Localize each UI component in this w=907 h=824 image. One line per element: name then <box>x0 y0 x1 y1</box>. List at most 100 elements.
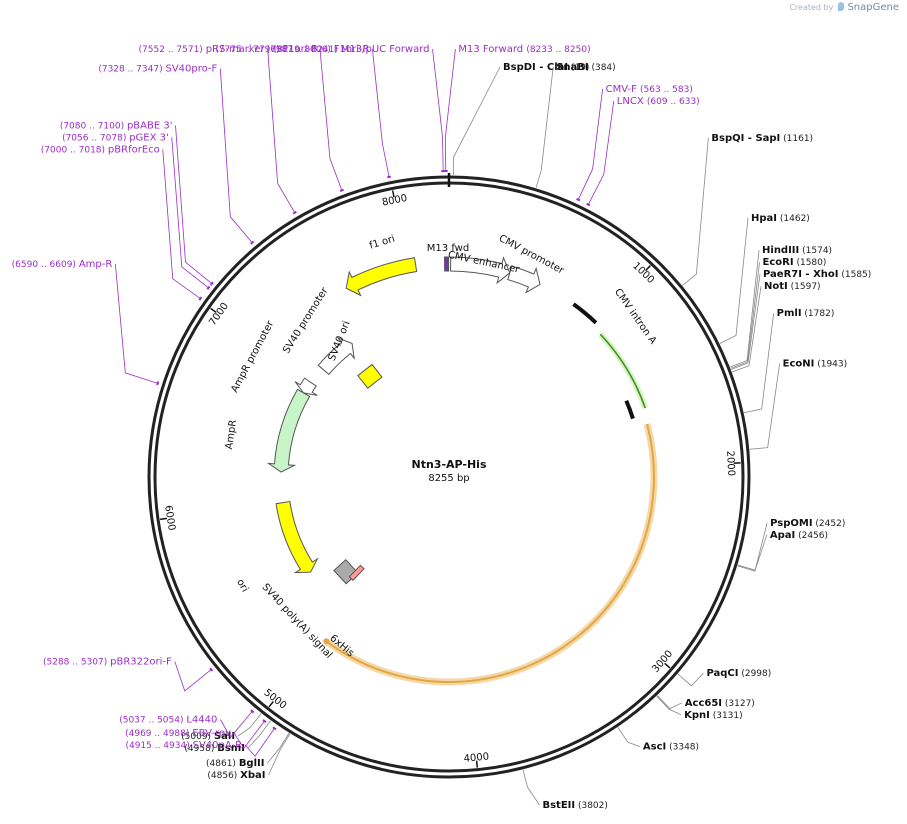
site-bspdi-position: (19) <box>568 63 589 73</box>
site-snabi-label: SnaBI (384) <box>556 62 615 73</box>
site-hindiii-leader <box>730 250 760 368</box>
site-asci-name: AscI <box>643 742 666 753</box>
feature-cmv-enhancer <box>450 256 511 285</box>
feature-signal <box>599 333 646 409</box>
site-hpai-leader <box>719 217 749 344</box>
site-xbai-position: (4856) <box>207 771 240 781</box>
site-bsteii-label: BstEII (3802) <box>542 800 607 811</box>
site-bspqi-position: (1161) <box>780 134 813 144</box>
brand-name: SnapGene <box>847 2 899 13</box>
feature-cmv-promoter <box>507 265 541 294</box>
feature-cmv-intron-a-exon-start <box>572 302 598 325</box>
tick-label-6000: 6000 <box>162 505 177 532</box>
primer-pbr322ori-f-range: (5288 .. 5307) <box>43 657 110 667</box>
feature-m13-fwd <box>443 256 450 272</box>
primer-pgex-3-label: (7056 .. 7078) pGEX 3' <box>62 132 169 143</box>
primer-amp-r-name: Amp-R <box>79 259 113 270</box>
site-pspomi-label: PspOMI (2452) <box>770 518 845 529</box>
feature-label-ampr-promoter: AmpR promoter <box>229 318 276 394</box>
site-kpni-label: KpnI (3131) <box>684 710 743 721</box>
primer-prs-marker-leader <box>267 48 296 213</box>
primer-pbabe-3-label: (7080 .. 7100) pBABE 3' <box>60 120 173 131</box>
site-bglii-position: (4861) <box>206 759 239 769</box>
primer-pgex-3-range: (7056 .. 7078) <box>62 133 129 143</box>
site-bsmi-name: BsmI <box>217 743 245 754</box>
feature-label-ori: ori <box>234 577 250 594</box>
site-bspqi-label: BspQI - SapI (1161) <box>711 133 813 144</box>
site-ecori-position: (1580) <box>794 258 827 268</box>
site-acc65i-label: Acc65I (3127) <box>685 698 755 709</box>
primer-m13-puc-forward-leader <box>432 48 444 172</box>
site-ecori-label: EcoRI (1580) <box>763 257 827 268</box>
primer-f1ori-r-name: F1ori-R <box>334 44 370 55</box>
primer-pbr322ori-f-name: pBR322ori-F <box>110 656 172 667</box>
primer-pbabe-3-leader <box>175 125 213 284</box>
site-bsteii-position: (3802) <box>575 801 608 811</box>
site-hindiii-label: HindIII (1574) <box>762 245 832 256</box>
primer-amp-r-label: (6590 .. 6609) Amp-R <box>12 259 113 270</box>
site-hpai-name: HpaI <box>751 213 777 224</box>
plasmid-name: Ntn3-AP-His <box>412 458 487 471</box>
primer-pgex-3-mark <box>206 285 211 290</box>
feature-label-m13-fwd: M13 fwd <box>427 243 469 254</box>
feature-6xhis <box>348 564 365 581</box>
site-asci-position: (3348) <box>666 743 699 753</box>
feature-label-sv40-promoter: SV40 promoter <box>281 285 331 356</box>
site-bspqi-name: BspQI - SapI <box>711 133 780 144</box>
feature-label-sv40-polya: SV40 poly(A) signal <box>260 582 335 661</box>
primer-sv40pro-f-leader <box>219 68 253 243</box>
site-xbai-name: XbaI <box>240 770 265 781</box>
primer-lncx-range: (609 .. 633) <box>647 97 700 107</box>
site-snabi-position: (384) <box>589 63 616 73</box>
primer-ebv-rev-range: (4969 .. 4988) <box>125 729 192 739</box>
tick-3000 <box>664 662 671 669</box>
primer-m13-forward-label: M13 Forward (8233 .. 8250) <box>458 44 590 55</box>
primer-cmv-f-mark <box>576 197 581 202</box>
primer-m13-puc-forward-range: (8219 .. 8241) <box>274 45 341 55</box>
primer-cmv-f-name: CMV-F <box>606 84 640 95</box>
primer-ebv-rev-leader <box>233 720 265 749</box>
primer-sv40pa-r-mark <box>272 726 277 731</box>
primer-pbabe-3-range: (7080 .. 7100) <box>60 121 127 131</box>
site-hindiii-position: (1574) <box>799 246 832 256</box>
site-snabi-name: SnaBI <box>556 62 588 73</box>
feature-ap-band <box>324 423 658 686</box>
primer-cmv-f-range: (563 .. 583) <box>640 85 693 95</box>
site-sali-label: (5009) SalI <box>181 731 235 742</box>
site-paer7i-name: PaeR7I - XhoI <box>763 269 839 280</box>
feature-label-cmv-intron: CMV intron A <box>612 287 658 347</box>
primer-amp-r-leader <box>114 263 158 384</box>
primer-prs-marker-range: (7552 .. 7571) <box>139 45 206 55</box>
plasmid-backbone <box>147 173 751 779</box>
primer-cmv-f-label: CMV-F (563 .. 583) <box>606 84 693 95</box>
site-apai-name: ApaI <box>770 530 795 541</box>
primer-sv40pa-r-label: (4915 .. 4934) SV40pA-R <box>125 740 242 751</box>
primer-m13-forward-name: M13 Forward <box>458 44 526 55</box>
site-paer7i-position: (1585) <box>839 270 872 280</box>
site-pmli-label: PmlI (1782) <box>777 308 835 319</box>
tick-label-2000: 2000 <box>724 450 736 476</box>
primer-pbr322ori-f-label: (5288 .. 5307) pBR322ori-F <box>43 656 172 667</box>
primer-f1ori-r-leader <box>372 48 390 178</box>
site-apai-label: ApaI (2456) <box>770 530 828 541</box>
site-pmli-name: PmlI <box>777 308 802 319</box>
primer-l4440-label: (5037 .. 5054) L4440 <box>119 714 217 725</box>
site-noti-position: (1597) <box>788 282 821 292</box>
site-bspdi-name: BspDI - ClaI <box>503 62 568 73</box>
primer-lncx-leader <box>587 100 615 205</box>
site-noti-name: NotI <box>764 281 788 292</box>
site-xbai-leader <box>268 733 291 776</box>
primer-l4440-mark <box>250 709 255 714</box>
site-pmli-position: (1782) <box>802 309 835 319</box>
site-ecori-name: EcoRI <box>763 257 794 268</box>
primer-sv40pro-f-label: (7328 .. 7347) SV40pro-F <box>98 64 217 75</box>
site-hpai-position: (1462) <box>777 214 810 224</box>
site-bspdi-label: BspDI - ClaI (19) <box>503 62 589 73</box>
site-paqci-name: PaqCI <box>706 668 738 679</box>
feature-ap-arrowhead <box>323 638 330 645</box>
tick-6000 <box>159 517 168 521</box>
primer-l4440-name: L4440 <box>186 714 217 725</box>
primer-f1ori-r-mark <box>387 175 392 179</box>
snapgene-logo-icon <box>837 2 844 11</box>
